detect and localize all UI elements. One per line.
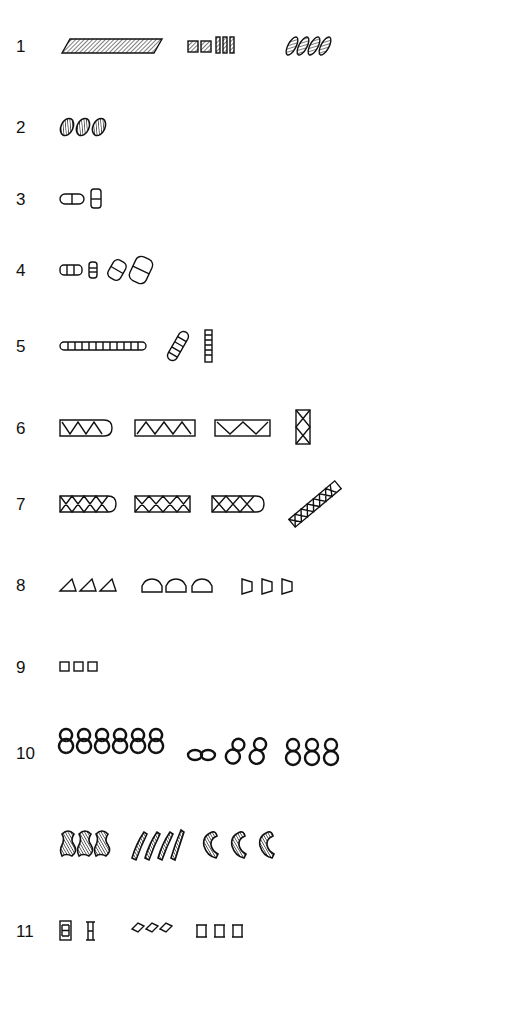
- bead-row: [59, 729, 338, 860]
- row-number: 5: [16, 338, 25, 355]
- bead-row: [60, 410, 310, 444]
- row-number: 4: [16, 262, 25, 279]
- row-number: 9: [16, 659, 25, 676]
- bead-row: [60, 330, 212, 363]
- row-number: 7: [16, 496, 25, 513]
- row-number: 8: [16, 577, 25, 594]
- bead-row: [62, 35, 333, 56]
- row-number: 1: [16, 38, 25, 55]
- bead-row: [60, 579, 292, 594]
- bead-row: [60, 481, 341, 527]
- bead-row: [60, 254, 155, 285]
- row-number: 2: [16, 119, 25, 136]
- bead-row: [60, 189, 101, 208]
- row-number: 10: [16, 745, 35, 762]
- row-number: 11: [16, 923, 34, 940]
- bead-row: [60, 662, 97, 671]
- row-number: 6: [16, 420, 25, 437]
- bead-row: [60, 921, 243, 940]
- row-number: 3: [16, 191, 25, 208]
- bead-row: [58, 116, 108, 137]
